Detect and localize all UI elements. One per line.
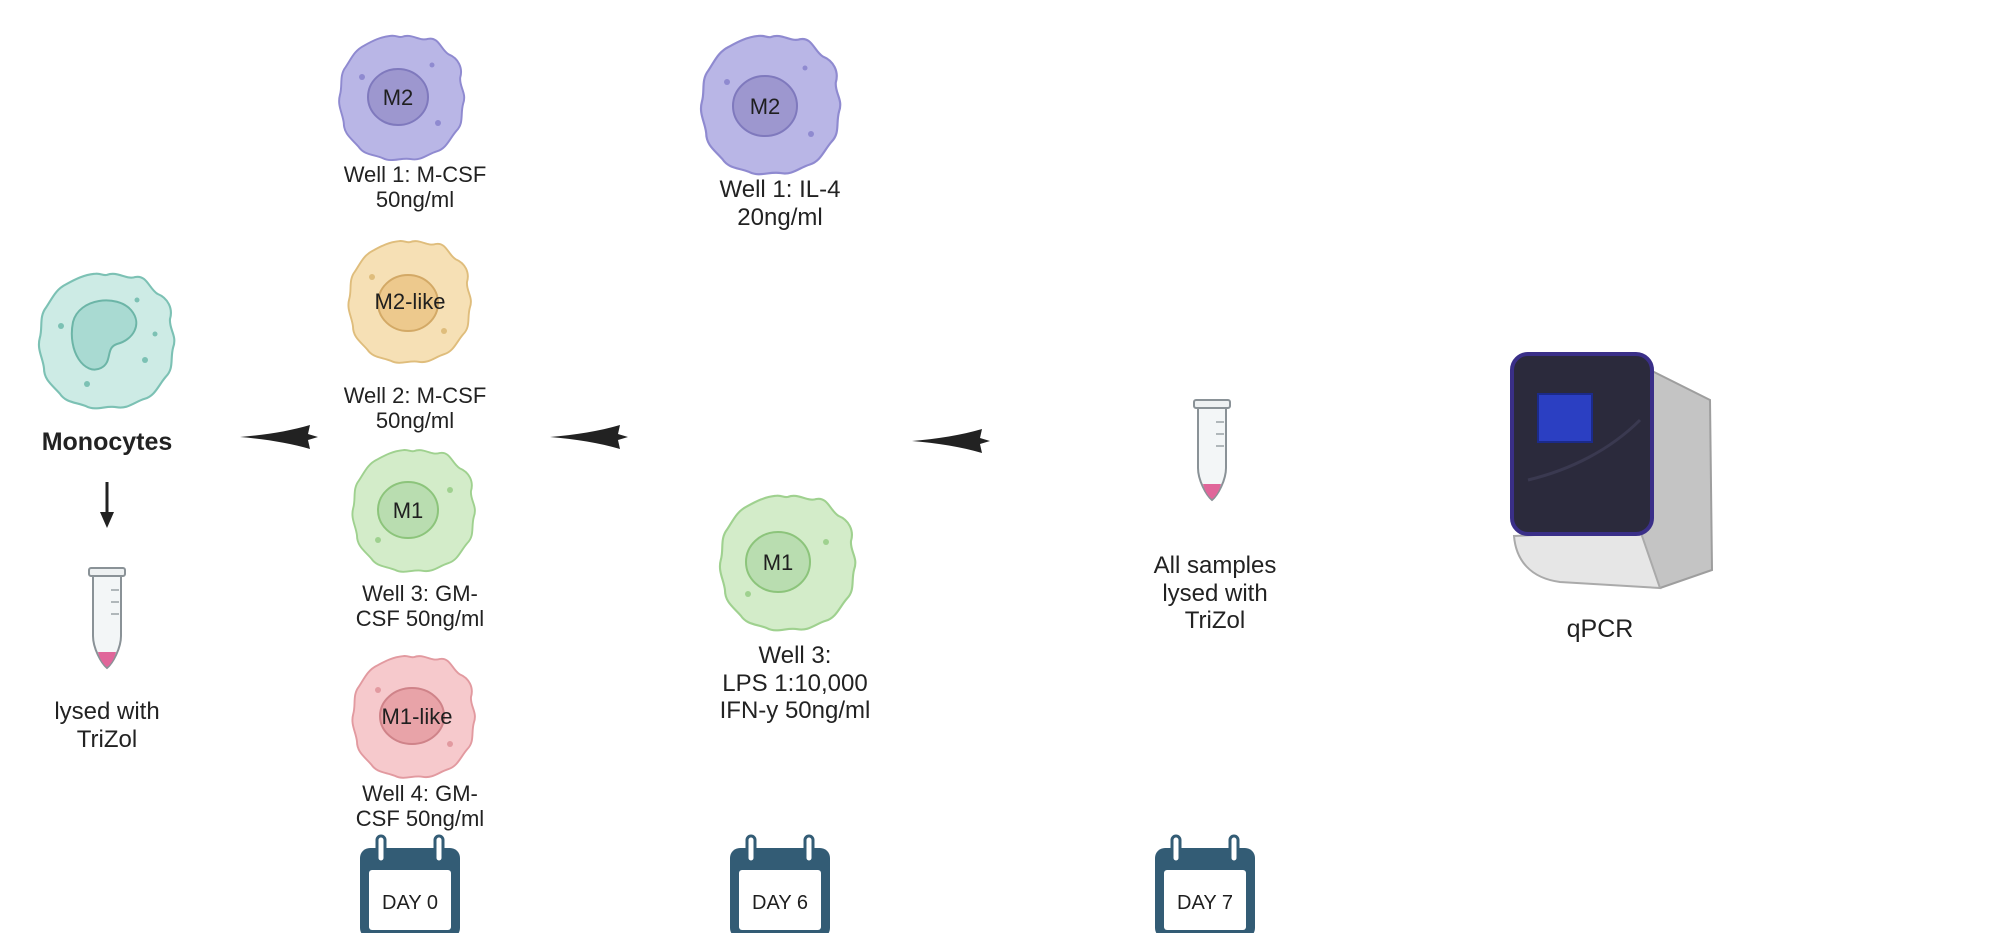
day7-lysis-line-3: TriZol bbox=[1184, 607, 1246, 635]
day6-calendar-icon: DAY 6 bbox=[728, 834, 832, 938]
day0-well3-cell-label: M1 bbox=[393, 498, 424, 523]
qpcr-label: qPCR bbox=[1566, 615, 1634, 643]
day0-m1like-cell-icon: M1-like bbox=[351, 655, 476, 779]
day7-lysis-line-1: All samples bbox=[1153, 552, 1277, 579]
arrow-to-day0-icon bbox=[240, 425, 318, 449]
day7-lysis-label: All samples lysed with TriZol bbox=[1120, 552, 1310, 635]
day0-well4-line-1: Well 4: GM- bbox=[362, 781, 478, 806]
down-arrow-icon bbox=[100, 482, 114, 528]
arrow-to-day6-icon bbox=[550, 425, 628, 449]
day6-well3-cell-label: M1 bbox=[763, 550, 794, 575]
day6-calendar-label: DAY 6 bbox=[752, 892, 808, 914]
qpcr-machine-icon bbox=[1510, 352, 1714, 590]
day7-lysis-line-2: lysed with bbox=[1162, 579, 1268, 607]
monocyte-lysis-label: lysed with TriZol bbox=[27, 698, 187, 753]
day0-well4-line-2: CSF 50ng/ml bbox=[355, 806, 485, 832]
day7-lysis-tube-icon bbox=[1193, 399, 1231, 501]
day6-m1-cell-icon: M1 bbox=[718, 494, 857, 632]
day0-well3-line-1: Well 3: GM- bbox=[362, 581, 478, 606]
monocyte-cell-icon bbox=[37, 272, 176, 410]
day6-well3-label: Well 3: LPS 1:10,000 IFN-y 50ng/ml bbox=[680, 642, 910, 725]
day6-well3-line-3: IFN-y 50ng/ml bbox=[719, 697, 871, 725]
day6-well1-line-1: Well 1: IL-4 bbox=[719, 176, 841, 203]
day6-well1-cell-label: M2 bbox=[750, 94, 781, 119]
day0-calendar-icon: DAY 0 bbox=[358, 834, 462, 938]
day6-well1-line-2: 20ng/ml bbox=[737, 203, 823, 231]
day6-well3-line-1: Well 3: bbox=[758, 642, 832, 669]
day0-well4-label: Well 4: GM- CSF 50ng/ml bbox=[330, 781, 510, 832]
monocyte-lysis-line-2: TriZol bbox=[76, 725, 138, 753]
day0-well1-label: Well 1: M-CSF 50ng/ml bbox=[325, 162, 505, 213]
day0-well3-line-2: CSF 50ng/ml bbox=[355, 606, 485, 632]
day0-well2-line-2: 50ng/ml bbox=[375, 408, 455, 434]
day0-well2-cell-label: M2-like bbox=[375, 289, 446, 314]
day0-m2-cell-icon: M2 bbox=[338, 34, 466, 162]
day0-well3-label: Well 3: GM- CSF 50ng/ml bbox=[330, 581, 510, 632]
day7-calendar-label: DAY 7 bbox=[1177, 892, 1233, 914]
day6-m2-cell-icon: M2 bbox=[699, 34, 842, 176]
day0-well4-cell-label: M1-like bbox=[382, 704, 453, 729]
day0-well2-label: Well 2: M-CSF 50ng/ml bbox=[325, 383, 505, 434]
lysis-tube-icon bbox=[88, 567, 126, 669]
day0-well1-line-2: 50ng/ml bbox=[375, 187, 455, 213]
day0-calendar-label: DAY 0 bbox=[382, 892, 438, 914]
arrow-to-day7-icon bbox=[912, 429, 990, 453]
day0-well1-cell-label: M2 bbox=[383, 85, 414, 110]
day0-well1-line-1: Well 1: M-CSF bbox=[343, 162, 487, 187]
monocytes-title: Monocytes bbox=[41, 428, 173, 456]
day7-calendar-icon: DAY 7 bbox=[1153, 834, 1257, 938]
day0-m2like-cell-icon: M2-like bbox=[347, 240, 472, 364]
day6-well3-line-2: LPS 1:10,000 bbox=[722, 669, 868, 697]
day0-well2-line-1: Well 2: M-CSF bbox=[343, 383, 487, 408]
day6-well1-label: Well 1: IL-4 20ng/ml bbox=[680, 176, 880, 231]
day0-m1-cell-icon: M1 bbox=[351, 449, 476, 573]
monocyte-lysis-line-1: lysed with bbox=[54, 698, 160, 725]
